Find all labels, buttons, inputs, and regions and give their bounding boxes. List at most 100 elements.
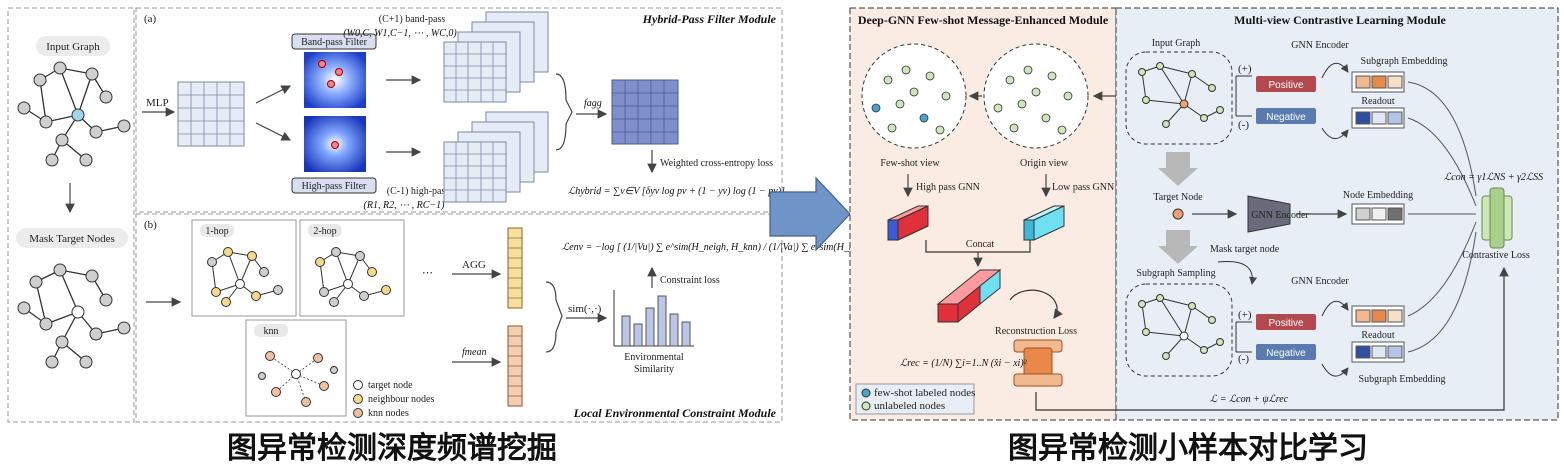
local-module-title: Local Environmental Constraint Module [573, 406, 777, 420]
legend-unlabeled: unlabeled nodes [874, 400, 945, 412]
cl-input-graph-label: Input Graph [1152, 38, 1201, 49]
high-pass-filter-label: High-pass Filter [302, 181, 367, 192]
legend-target-node: target node [368, 380, 413, 391]
fewshot-legend: few-shot labeled nodes unlabeled nodes [855, 383, 975, 415]
cl-input-graph-nodes [1138, 62, 1224, 128]
loss-feedback-line [1035, 266, 1509, 411]
mask-target-node-label: Mask target node [1210, 244, 1280, 255]
legend-few-shot-labeled: few-shot labeled nodes [874, 387, 975, 399]
negative-label-top: Negative [1266, 112, 1306, 123]
few-shot-view-label: Few-shot view [880, 158, 940, 169]
constraint-loss: Constraint loss [660, 275, 720, 286]
one-hop-nodes [207, 247, 283, 307]
node-emb-label: Node Embedding [1343, 190, 1413, 201]
reconstruction-loss-label: Reconstruction Loss [995, 326, 1077, 337]
big-flow-arrow [769, 176, 851, 252]
negative-button-bottom [1256, 344, 1316, 360]
positive-label-bottom: Positive [1268, 318, 1303, 329]
band-pass-set: (W0,C, W1,C−1, ⋯ , WC,0) [343, 28, 457, 39]
high-pass-gnn-label: High pass GNN [916, 182, 980, 193]
high-pass-filter-tag [291, 177, 377, 194]
caption-left: 图异常检测深度频谱挖掘 [227, 431, 557, 466]
gnn-encoder-mid-label: GNN Encoder [1251, 210, 1309, 221]
subgraph-sampling-label: Subgraph Sampling [1136, 268, 1215, 279]
cl-input-graph-box [1125, 51, 1233, 145]
subgraph-emb-negative-bottom [1351, 341, 1405, 363]
gnn-encoder-mid [1247, 195, 1291, 233]
subgraph-emb-positive-bottom [1351, 305, 1405, 327]
contrastive-loss-block [1481, 187, 1513, 249]
positive-button-top [1256, 76, 1316, 92]
hybrid-module-title: Hybrid-Pass Filter Module [642, 12, 777, 26]
concat-embedding [936, 268, 1002, 324]
target-node-label: Target Node [1153, 192, 1203, 203]
subgraph-emb-bottom: Subgraph Embedding [1359, 374, 1446, 385]
con-formula: ℒcon = γ1ℒNS + γ2ℒSS [1444, 172, 1543, 183]
mask-target-pill [16, 228, 128, 248]
mlp-label: MLP [146, 97, 169, 109]
sim-label: sim(·,·) [568, 303, 602, 315]
readout-bottom: Readout [1361, 330, 1395, 341]
plus-top: (+) [1238, 63, 1252, 75]
env-similarity-chart [613, 290, 694, 347]
caption-right: 图异常检测小样本对比学习 [1008, 431, 1368, 466]
band-pass-stack [443, 11, 549, 103]
weighted-ce-loss: Weighted cross-entropy loss [660, 158, 773, 169]
gnn-encoder-top: GNN Encoder [1291, 40, 1349, 51]
origin-view-nodes [993, 65, 1073, 135]
negative-button-top [1256, 108, 1316, 124]
band-pass-spectrum [304, 52, 366, 108]
band-pass-filter-label: Band-pass Filter [301, 37, 367, 48]
two-hop-nodes [315, 247, 391, 307]
aggregated-grid [611, 79, 679, 145]
local-legend: target node neighbour nodes knn nodes [353, 380, 434, 419]
cl-subgraph-box [1125, 283, 1233, 377]
subgraph-emb-positive-top [1351, 71, 1405, 93]
env-formula: ℒenv = −log [ (1/|Vu|) ∑ e^sim(H_neigh, … [562, 242, 913, 253]
band-pass-filter-tag [291, 33, 377, 50]
low-pass-embedding [1023, 205, 1065, 241]
readout-top: Readout [1361, 96, 1395, 107]
mean-embedding-bar [507, 325, 523, 407]
subgraph-emb-top: Subgraph Embedding [1361, 56, 1448, 67]
negative-label-bottom: Negative [1266, 348, 1306, 359]
mask-target-label: Mask Target Nodes [29, 233, 115, 245]
cl-subgraph-nodes [1138, 294, 1224, 360]
minus-bottom: (-) [1238, 353, 1249, 365]
legend-neighbour-nodes: neighbour nodes [368, 394, 434, 405]
two-hop-label: 2-hop [313, 226, 336, 237]
env-similarity-2: Similarity [634, 364, 674, 375]
fagg-brace [555, 73, 573, 151]
plus-bottom: (+) [1238, 309, 1252, 321]
total-formula: ℒ = ℒcon + ψℒrec [1210, 394, 1289, 405]
node-embedding [1351, 203, 1405, 225]
contrastive-loss-label: Contrastive Loss [1462, 250, 1530, 261]
down-arrow-2 [1158, 230, 1198, 264]
input-graph-pill [36, 36, 110, 56]
input-graph-nodes [17, 61, 131, 167]
positive-label-top: Positive [1268, 80, 1303, 91]
label-b: (b) [144, 219, 157, 231]
high-pass-stack [443, 111, 549, 203]
contrastive-module-title: Multi-view Contrastive Learning Module [1234, 13, 1446, 27]
mlp-grid [177, 81, 245, 147]
knn-label: knn [264, 326, 279, 337]
knn-nodes [258, 351, 338, 407]
minus-top: (-) [1238, 119, 1249, 131]
hybrid-module-frame [135, 7, 783, 213]
fmean-label: fmean [462, 347, 486, 358]
sim-brace [545, 281, 563, 353]
high-pass-desc: (C-1) high-pass [387, 186, 450, 197]
down-arrow-1 [1158, 152, 1198, 186]
low-pass-gnn-label: Low pass GNN [1052, 182, 1114, 193]
input-graph-label: Input Graph [46, 41, 100, 53]
env-similarity-1: Environmental [624, 352, 684, 363]
hybrid-formula: ℒhybrid = ∑v∈V [δyv log pv + (1 − yv) lo… [568, 186, 785, 197]
label-a: (a) [144, 13, 157, 25]
subgraph-emb-negative-top [1351, 107, 1405, 129]
fagg-label: fagg [584, 98, 602, 109]
one-hop-label: 1-hop [205, 226, 228, 237]
hop-ellipsis: ⋯ [422, 267, 433, 279]
concat-label: Concat [966, 239, 995, 250]
